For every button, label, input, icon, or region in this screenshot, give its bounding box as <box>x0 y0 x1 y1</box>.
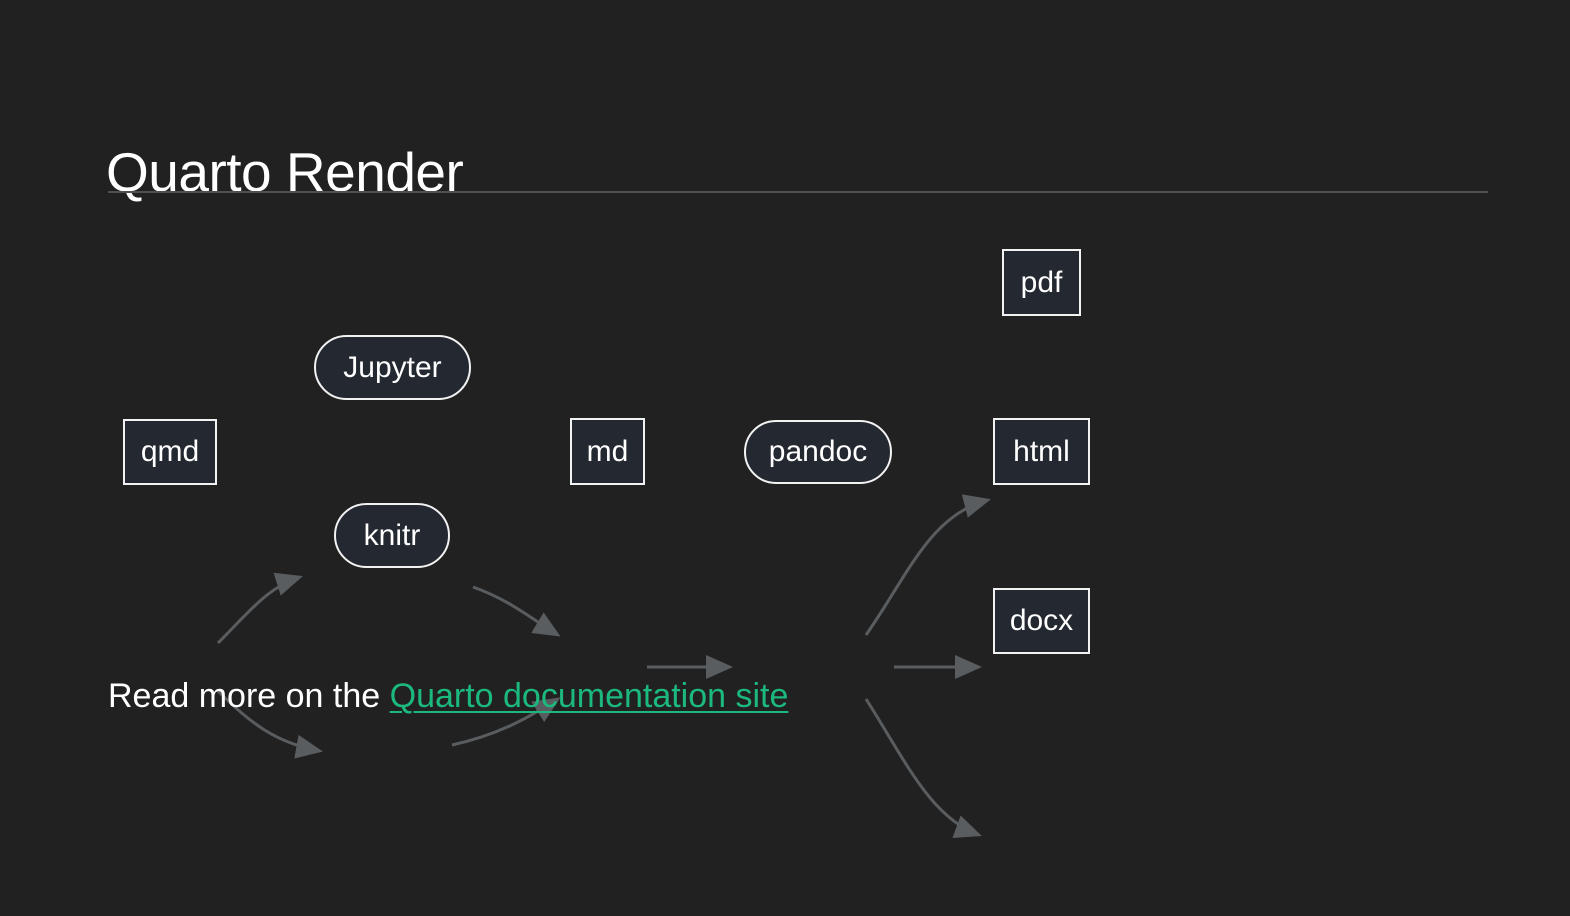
title-divider <box>108 191 1488 193</box>
flow-node-pandoc[interactable]: pandoc <box>744 420 892 484</box>
flowchart-edges <box>216 494 991 838</box>
edge-jupyter-md <box>472 585 561 637</box>
edge-knitr-md <box>451 697 561 747</box>
flow-node-pdf[interactable]: pdf <box>1002 249 1081 316</box>
edge-qmd-knitr <box>216 689 323 759</box>
flow-node-knitr[interactable]: knitr <box>334 503 450 568</box>
quarto-render-flowchart: qmd Jupyter knitr md pandoc pdf html doc… <box>0 215 1570 838</box>
flow-node-qmd[interactable]: qmd <box>123 419 217 485</box>
flow-node-html[interactable]: html <box>993 418 1090 485</box>
quarto-documentation-link[interactable]: Quarto documentation site <box>389 677 789 715</box>
edge-pandoc-docx <box>864 698 982 838</box>
page-title: Quarto Render <box>106 140 464 203</box>
edge-qmd-jupyter <box>216 572 303 645</box>
flow-node-jupyter[interactable]: Jupyter <box>314 335 471 400</box>
footer-lead-text: Read more on the <box>108 677 390 715</box>
edge-pandoc-pdf <box>864 494 991 636</box>
footer-paragraph: Read more on the Quarto documentation si… <box>108 674 788 718</box>
flow-node-md[interactable]: md <box>570 418 645 485</box>
flow-node-docx[interactable]: docx <box>993 588 1090 654</box>
